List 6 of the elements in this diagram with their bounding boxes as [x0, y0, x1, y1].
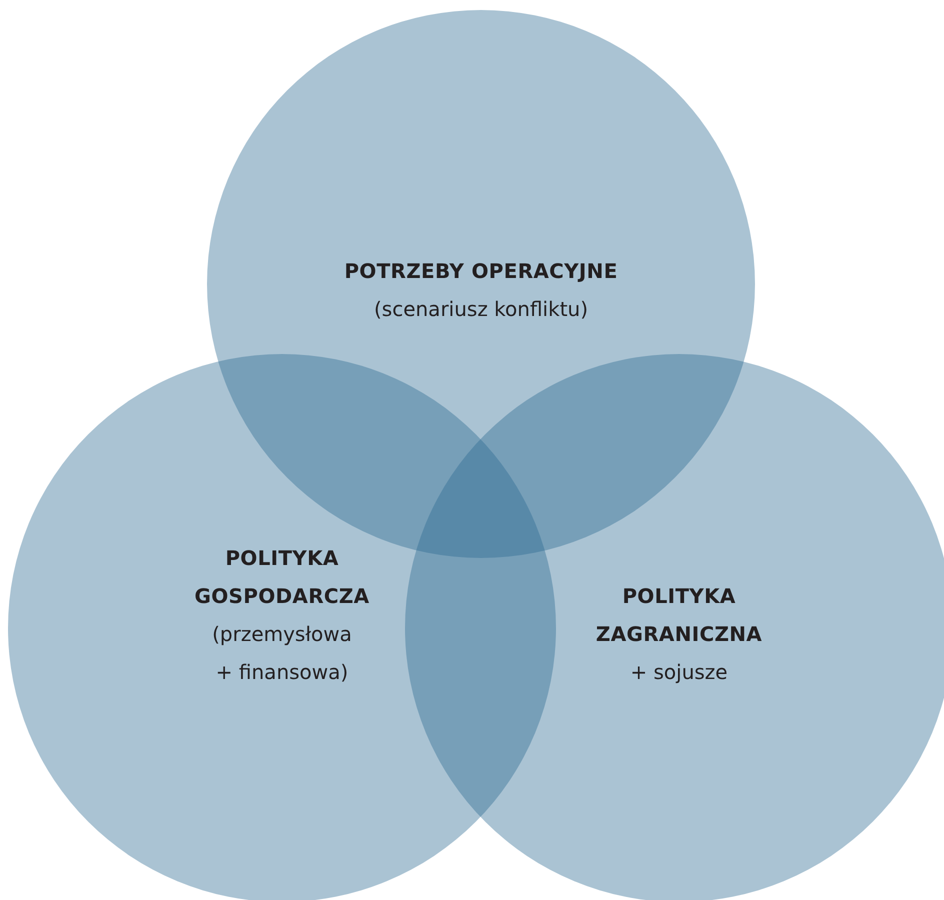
circle-heading: POTRZEBY OPERACYJNE [343, 258, 619, 285]
circle-heading: POLITYKA GOSPODARCZA [194, 545, 370, 610]
circle-heading: POLITYKA ZAGRANICZNA [594, 583, 764, 648]
circle-subtitle: (przemysłowa + finansowa) [211, 621, 353, 686]
circle-subtitle: (scenariusz konfliktu) [372, 296, 590, 323]
circle-subtitle: + sojusze [629, 659, 729, 686]
